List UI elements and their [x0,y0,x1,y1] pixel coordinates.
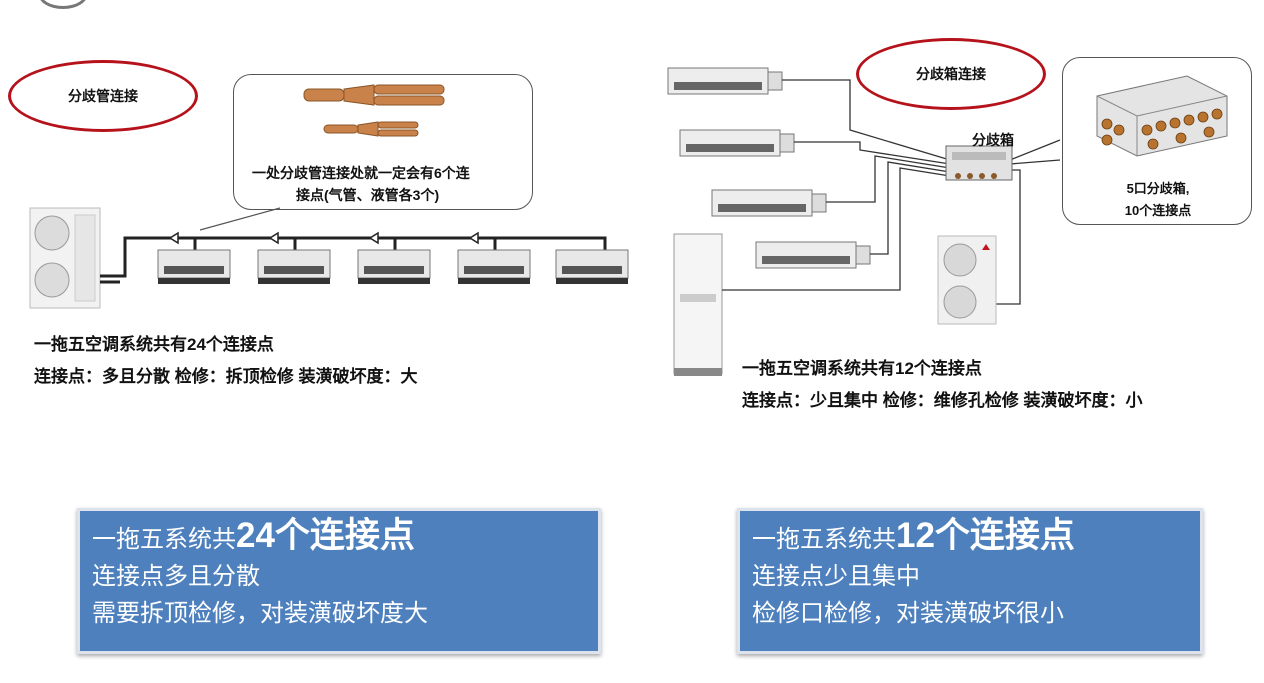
left-oval-text: 分歧管连接 [68,88,138,104]
left-callout-line1: 一处分歧管连接处就一定会有6个连 [252,165,470,181]
right-callout-line2: 10个连接点 [1124,203,1192,218]
right-piping-diagram [667,67,1061,376]
right-caption-line1: 一拖五空调系统共有12个连接点 [742,359,982,378]
right-summary-line2: 连接点少且集中 [752,563,920,590]
indoor-unit-icons [157,249,629,284]
left-summary-line3: 需要拆顶检修，对装潢破坏度大 [92,600,428,627]
branch-box-label: 分歧箱 [972,132,1014,148]
outdoor-unit-icon [29,207,101,309]
right-indoor-unit-icons [667,67,871,269]
right-summary-prefix: 一拖五系统共 [752,526,896,553]
left-callout-line2: 接点(气管、液管各3个) [296,187,440,203]
left-summary-line1: 一拖五系统共24个连接点 [92,517,586,558]
branch-box-photo-icon [1096,75,1228,157]
branch-box-icon [945,145,1013,181]
left-caption-line1: 一拖五空调系统共有24个连接点 [34,335,274,354]
right-oval-label: 分歧箱连接 [856,38,1046,110]
left-summary-prefix: 一拖五系统共 [92,526,236,553]
left-oval-label: 分歧管连接 [8,60,198,132]
left-callout: 一处分歧管连接处就一定会有6个连 接点(气管、液管各3个) [233,74,533,210]
copper-pipe-icon [303,84,445,137]
right-callout: 5口分歧箱, 10个连接点 [1062,57,1252,225]
left-piping-diagram [29,207,629,309]
right-summary-box: 一拖五系统共12个连接点 连接点少且集中 检修口检修，对装潢破坏很小 [737,508,1203,654]
floor-standing-unit-icon [673,233,723,376]
right-summary-line1: 一拖五系统共12个连接点 [752,517,1188,558]
right-summary-line3: 检修口检修，对装潢破坏很小 [752,600,1064,627]
left-summary-box: 一拖五系统共24个连接点 连接点多且分散 需要拆顶检修，对装潢破坏度大 [77,508,601,654]
right-summary-highlight: 12个连接点 [896,516,1075,555]
corner-decoration [38,0,88,9]
left-summary-highlight: 24个连接点 [236,516,415,555]
right-outdoor-unit-icon [937,235,997,325]
right-caption-line2: 连接点：少且集中 检修：维修孔检修 装潢破坏度：小 [742,391,1143,410]
right-oval-text: 分歧箱连接 [916,66,986,82]
left-summary-line2: 连接点多且分散 [92,563,260,590]
left-caption-line2: 连接点：多且分散 检修：拆顶检修 装潢破坏度：大 [34,367,418,386]
right-callout-line1: 5口分歧箱, [1126,181,1190,196]
